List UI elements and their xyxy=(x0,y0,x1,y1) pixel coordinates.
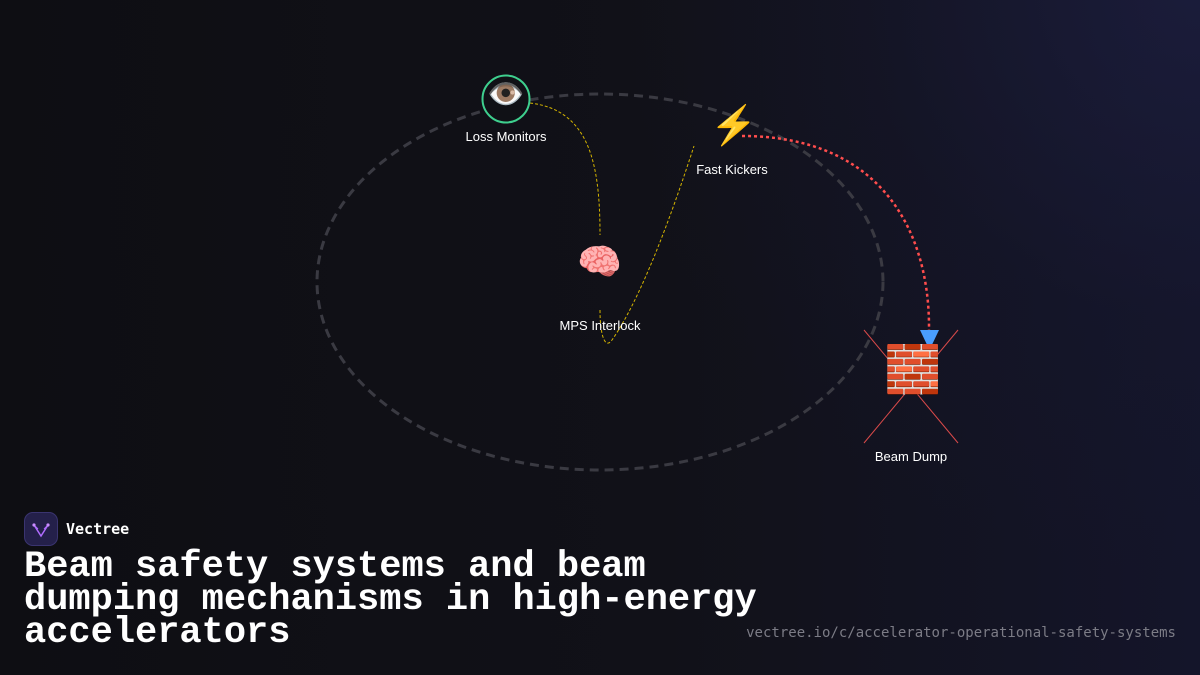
beam-marker-icon xyxy=(920,330,939,350)
node-label-mps-interlock: MPS Interlock xyxy=(559,318,641,333)
accelerator-ring xyxy=(315,92,885,472)
page-title: Beam safety systems and beam dumping mec… xyxy=(24,546,757,654)
brand: Vectree xyxy=(24,512,129,546)
dump-cross-line xyxy=(863,329,959,444)
lightning-icon: ⚡ xyxy=(710,105,758,147)
node-label-loss-monitors: Loss Monitors xyxy=(465,129,547,144)
source-url: vectree.io/c/accelerator-operational-saf… xyxy=(746,625,1176,641)
edge-interlock-to-fast-kickers xyxy=(599,145,695,344)
node-label-fast-kickers: Fast Kickers xyxy=(696,162,768,177)
brand-name: Vectree xyxy=(66,520,130,538)
brain-icon: 🧠 xyxy=(577,241,622,282)
vectree-logo-icon xyxy=(24,512,58,546)
node-label-beam-dump: Beam Dump xyxy=(874,449,948,464)
loss-monitor-ring xyxy=(481,74,531,124)
edge-kickers-to-beam-dump xyxy=(741,134,931,331)
brick-wall-icon: 🧱 xyxy=(884,343,942,395)
edge-loss-monitors-to-interlock xyxy=(529,102,601,236)
eye-icon: 👁️ xyxy=(487,78,525,111)
